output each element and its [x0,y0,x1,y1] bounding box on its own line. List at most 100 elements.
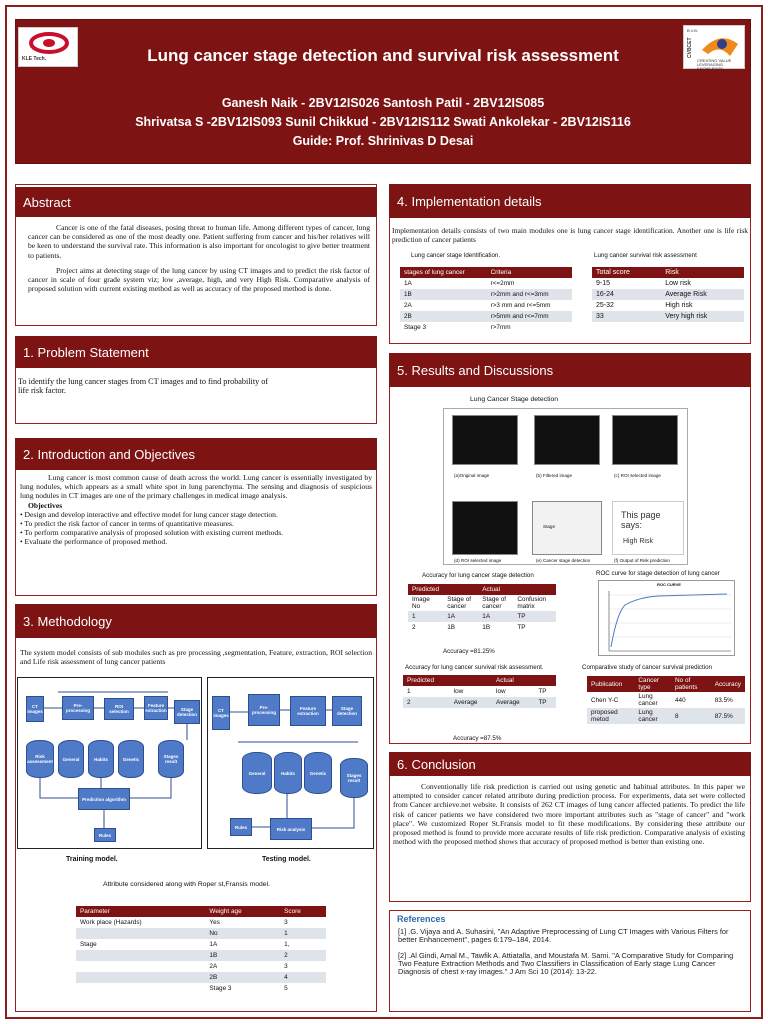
comp-header: No of patients [671,676,711,692]
conclusion-heading: 6. Conclusion [389,752,751,776]
guide-line: Guide: Prof. Shrinivas D Desai [292,134,474,148]
risk-output-image: This page says: High Risk [612,501,684,555]
table-cell: r>2mm and r<=3mm [486,289,572,300]
table-cell: Stage of cancer [478,595,514,611]
table-cell: 1, [280,939,326,950]
table-cell: Stage 3 [205,983,281,994]
table-cell: 2B [400,311,487,322]
train-rules: Rules [94,828,116,842]
testing-model-diagram: CT images Pre-processing Feature extract… [207,677,374,849]
stage-table-caption: Lung cancer stage Identification. [411,252,501,259]
image-caption-b: (b) Filtered image [536,473,572,478]
attr-header: Score [280,906,326,917]
acc1-header: Actual [478,584,514,595]
training-caption: Training model. [66,856,118,863]
problem-line-2: life risk factor. [18,386,66,396]
objectives-title: Objectives [28,500,63,510]
conclusion-text: Conventionally life risk prediction is c… [393,782,745,847]
objective-3: • To perform comparative analysis of pro… [20,528,284,538]
table-cell: 9-15 [592,278,662,289]
table-cell: Very high risk [661,311,744,322]
poster-header: Lung cancer stage detection and survival… [15,19,751,164]
stage-dialog-image: Stage [532,501,602,555]
table-cell: 2A [400,300,487,311]
table-cell [76,972,206,983]
objective-4: • Evaluate the performance of proposed m… [20,537,168,547]
problem-body: To identify the lung cancer stages from … [18,377,374,395]
table-cell: TP [513,622,556,633]
poster-border [5,5,763,1019]
roc-inner-title: ROC CURVE [657,582,681,587]
bvb-logo-text: CVBCET [687,37,693,58]
risk-table-caption: Lung cancer survival risk assessment [594,252,697,259]
table-cell: Work place (Hazards) [76,917,206,928]
methodology-text: The system model consists of sub modules… [20,648,372,667]
table-cell: 3 [280,961,326,972]
table-cell: 1A [205,939,281,950]
filtered-ct-image [534,415,600,465]
table-cell [76,950,206,961]
train-feature-extraction: Feature extraction [144,696,168,720]
bvb-emblem-icon [702,38,738,56]
abstract-body: Cancer is one of the fatal diseases, pos… [28,223,370,293]
acc2-header: Actual [492,675,535,686]
train-arrows [39,691,188,828]
test-stage-detection: Stage detection [332,696,362,726]
intro-body: Lung cancer is most common cause of deat… [20,473,372,547]
table-cell: TP [534,686,556,697]
training-model-diagram: CT images Pre-processing ROI selection F… [17,677,202,849]
table-cell: 2A [205,961,281,972]
acc1-header [513,584,556,595]
table-cell: 440 [671,692,711,708]
implementation-heading: 4. Implementation details [389,184,751,218]
table-cell: 1B [205,950,281,961]
results-heading: 5. Results and Discussions [389,353,751,387]
table-cell: 83.5% [710,692,745,708]
stage-detection-title: Lung Cancer Stage detection [470,396,559,403]
acc2-header [534,675,556,686]
table-cell: low [492,686,535,697]
test-general-db: General [242,752,272,794]
bvb-logo-top: B.V.B. [687,28,698,33]
accuracy-stage-note: Accuracy =81.25% [443,648,495,655]
authors-line-2: Shrivatsa S -2BV12IS093 Sunil Chikkud - … [135,115,631,129]
test-feature-extraction: Feature extraction [290,696,326,726]
references-heading: References [397,914,446,924]
accuracy-risk-note: Accuracy =87.5% [453,735,502,742]
objective-2: • To predict the risk factor of cancer i… [20,519,234,529]
table-cell: Stage 3 [400,322,487,333]
table-cell: 16-24 [592,289,662,300]
table-cell: 2B [205,972,281,983]
table-cell: r>3 mm and r<=5mm [486,300,572,311]
abstract-paragraph-2: Project aims at detecting stage of the l… [28,265,370,294]
acc1-header: Predicted [408,584,444,595]
accuracy-stage-title: Accuracy for lung cancer stage detection [422,572,534,579]
acc2-header: Predicted [403,675,450,686]
table-cell: 1 [403,686,450,697]
table-cell: Lung cancer [634,692,671,708]
train-ct-images: CT images [26,696,44,722]
author-list: Ganesh Naik - 2BV12IS026 Santosh Patil -… [16,94,750,151]
test-ct-images: CT images [212,696,230,730]
table-cell: 1B [478,622,514,633]
table-cell: 2 [403,697,450,708]
table-cell: TP [534,697,556,708]
table-cell: 25-32 [592,300,662,311]
train-preprocessing: Pre-processing [62,696,94,720]
comp-header: Cancer type [634,676,671,692]
table-cell: 1A [478,611,514,622]
acc1-header [443,584,479,595]
image-caption-c: (c) ROI selected image [614,473,661,478]
